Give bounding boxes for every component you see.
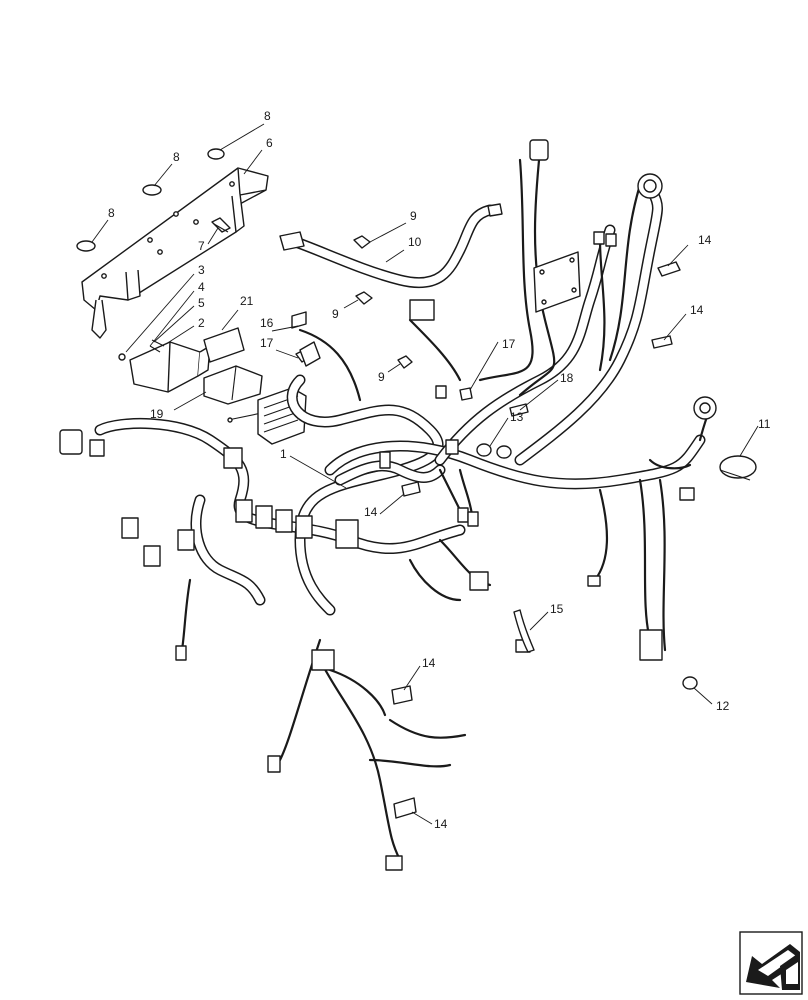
- callout-15: 15: [550, 602, 564, 616]
- mounting-bracket: [81, 167, 269, 339]
- clip-icon: [513, 609, 698, 690]
- callout-9: 9: [410, 209, 417, 223]
- callout-13: 13: [510, 410, 524, 424]
- callout-5: 5: [198, 296, 205, 310]
- main-harness-bundle: [94, 179, 706, 616]
- module-bracket: [118, 339, 211, 393]
- callout-3: 3: [198, 263, 205, 277]
- callout-labels: 8 8 8 6 7 9 10 9 3 4 5 2 21 16 17 9 17 1…: [108, 109, 771, 831]
- callout-8: 8: [173, 150, 180, 164]
- grommet-16-icon: [291, 311, 321, 367]
- callout-17: 17: [502, 337, 516, 351]
- callout-10: 10: [408, 235, 422, 249]
- cable-clip-icon: [391, 261, 681, 819]
- callout-14: 14: [434, 817, 448, 831]
- callout-21: 21: [240, 294, 254, 308]
- callout-6: 6: [266, 136, 273, 150]
- control-module: [203, 327, 287, 423]
- callout-11: 11: [758, 417, 771, 431]
- screw-icon: [211, 217, 231, 233]
- callout-19: 19: [150, 407, 164, 421]
- callout-18: 18: [560, 371, 574, 385]
- arrow-left-corner-icon[interactable]: [739, 931, 803, 995]
- cable-tie-icon: [719, 455, 757, 481]
- callout-14: 14: [690, 303, 704, 317]
- callout-16: 16: [260, 316, 274, 330]
- harness-wires: [180, 148, 714, 862]
- callout-9: 9: [378, 370, 385, 384]
- callout-8: 8: [264, 109, 271, 123]
- callout-4: 4: [198, 280, 205, 294]
- callout-12: 12: [716, 699, 730, 713]
- callout-1: 1: [280, 447, 287, 461]
- callout-8: 8: [108, 206, 115, 220]
- callout-14: 14: [422, 656, 436, 670]
- grommet-icon: [476, 443, 512, 459]
- callout-17: 17: [260, 336, 274, 350]
- callout-14: 14: [698, 233, 712, 247]
- callout-9: 9: [332, 307, 339, 321]
- tube-assembly: [279, 203, 503, 289]
- hose-clamp-icon: [76, 148, 225, 252]
- leader-lines: [91, 123, 759, 825]
- callout-14: 14: [364, 505, 378, 519]
- callout-2: 2: [198, 316, 205, 330]
- harness-connectors: [59, 139, 717, 871]
- callout-7: 7: [198, 239, 205, 253]
- connector-plate: [533, 251, 581, 313]
